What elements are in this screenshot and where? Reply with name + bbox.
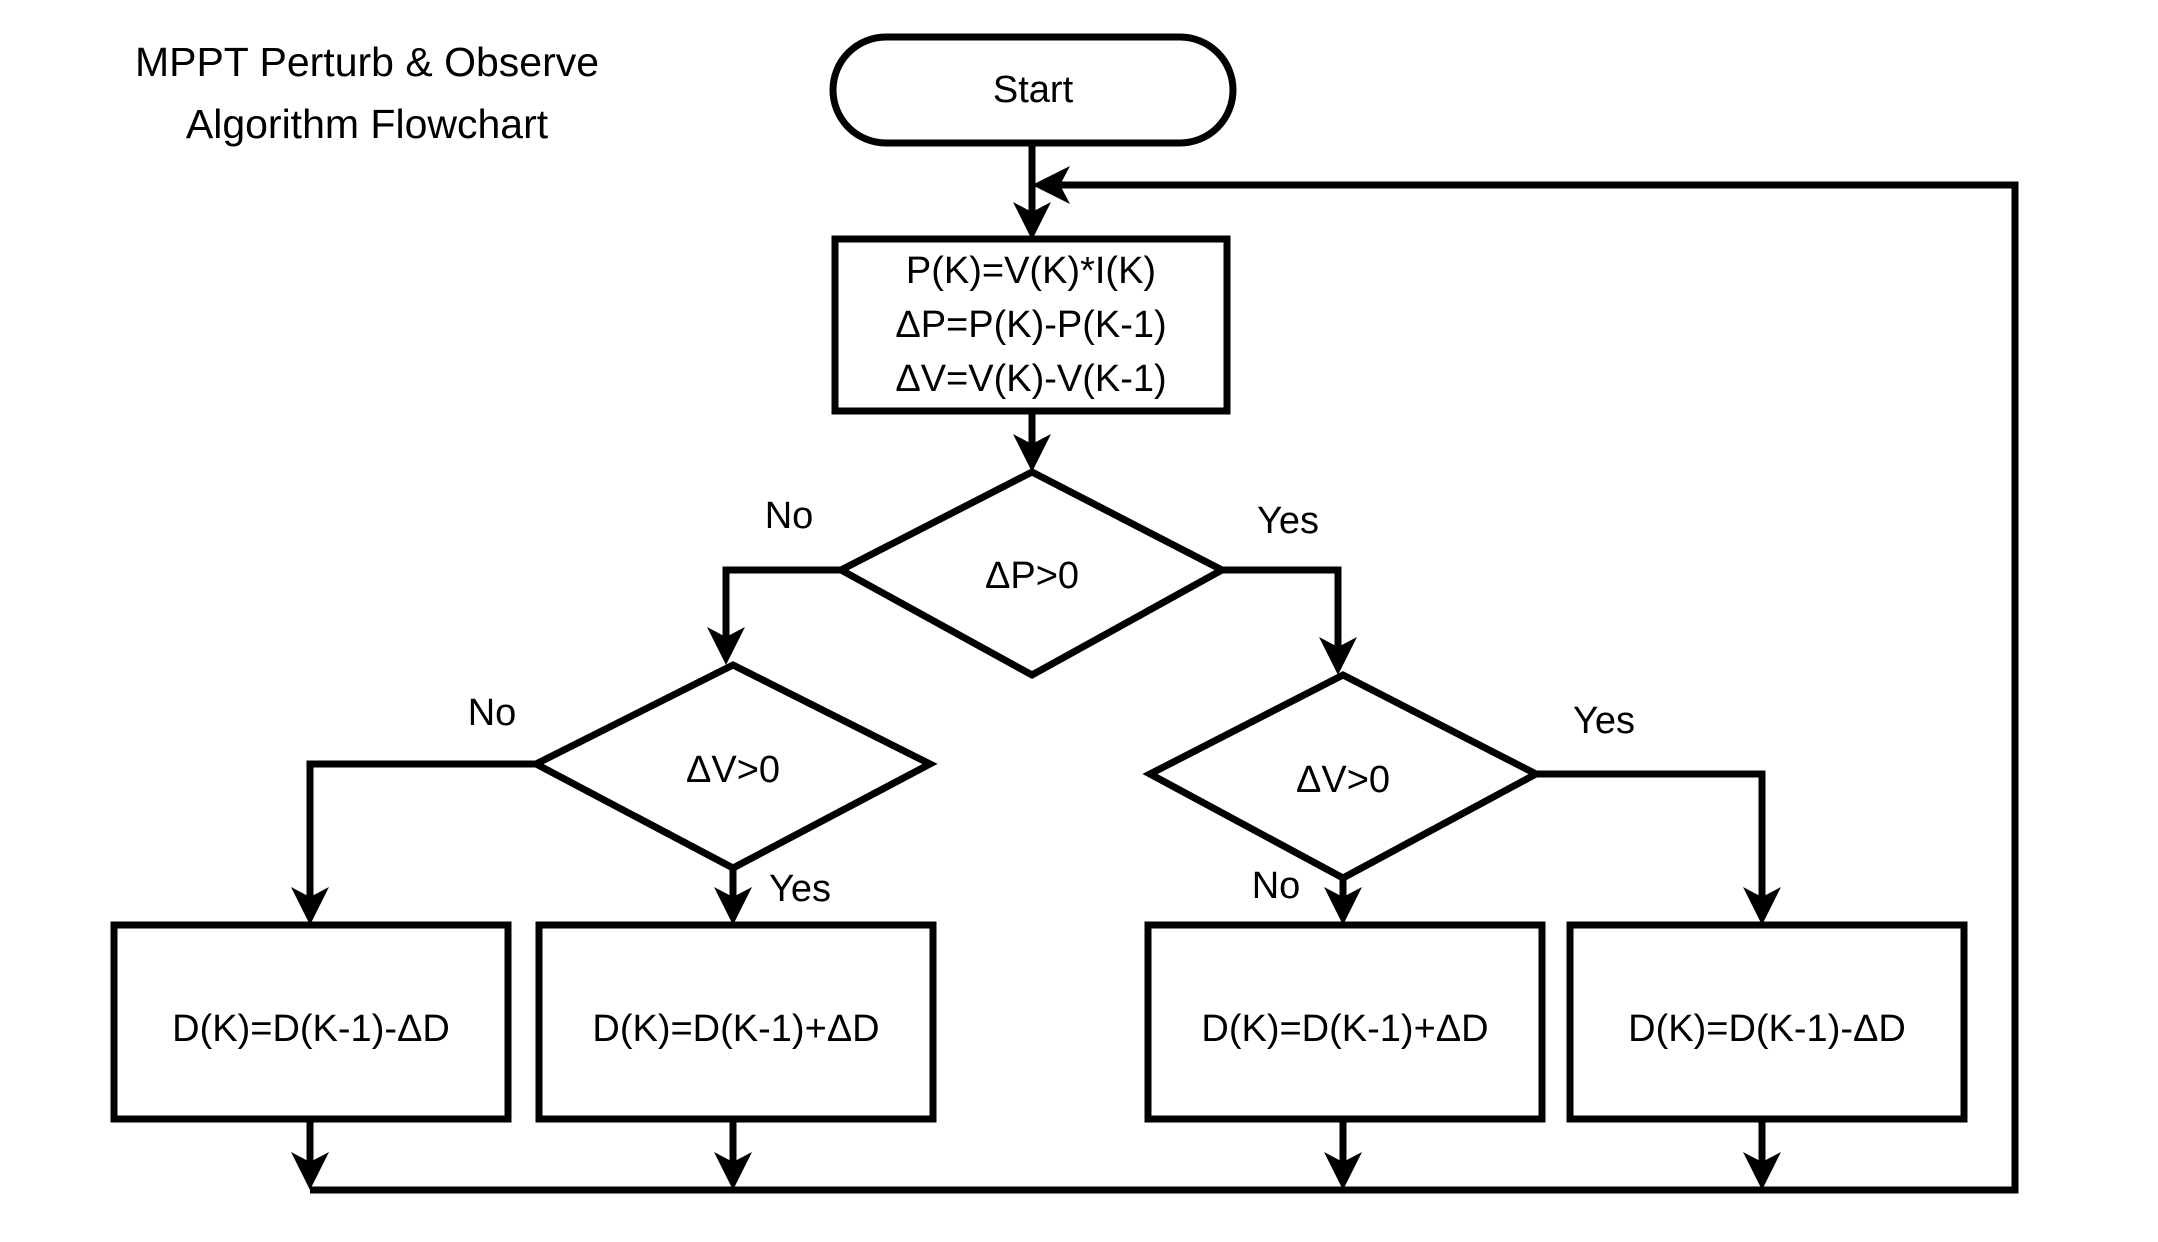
action-2-label: D(K)=D(K-1)+ΔD — [592, 1008, 879, 1050]
node-decision-delta-v-left[interactable]: ΔV>0 — [528, 661, 938, 872]
arrowhead-down-dv-left-no — [291, 887, 329, 925]
edge-compute-to-decision-dp — [1013, 410, 1051, 472]
action-1-label: D(K)=D(K-1)-ΔD — [172, 1008, 450, 1050]
edge-action-1-to-rail — [291, 1119, 329, 1190]
edge-dp-yes-to-dv-right — [1222, 566, 1357, 675]
decision-delta-v-left-label: ΔV>0 — [686, 749, 780, 791]
diagram-title: MPPT Perturb & Observe Algorithm Flowcha… — [135, 39, 599, 147]
arrowhead-down-dv-right-no — [1324, 887, 1362, 925]
arrowhead-down-dp-no — [707, 627, 745, 665]
edge-feedback-loop — [310, 166, 2019, 1194]
decision-delta-p-shape — [833, 468, 1230, 679]
decision-delta-v-left-shape — [528, 661, 938, 872]
node-compute[interactable]: P(K)=V(K)*I(K) ΔP=P(K)-P(K-1) ΔV=V(K)-V(… — [831, 235, 1231, 415]
edge-dv-left-no-to-action-1 — [291, 760, 536, 925]
action-3-shape — [1144, 921, 1546, 1123]
node-action-4[interactable]: D(K)=D(K-1)-ΔD — [1566, 921, 1968, 1123]
node-action-2[interactable]: D(K)=D(K-1)+ΔD — [535, 921, 937, 1123]
action-4-shape — [1566, 921, 1968, 1123]
edge-label-delta-v-right-yes: Yes — [1573, 700, 1635, 742]
edge-dv-right-no-to-action-3 — [1324, 878, 1362, 925]
action-1-shape — [110, 921, 512, 1123]
decision-delta-v-right-label: ΔV>0 — [1296, 759, 1390, 801]
node-start[interactable]: Start — [829, 33, 1237, 147]
arrowhead-left-feedback — [1032, 166, 1070, 204]
node-action-3[interactable]: D(K)=D(K-1)+ΔD — [1144, 921, 1546, 1123]
start-terminator-shape — [829, 33, 1237, 147]
action-3-label: D(K)=D(K-1)+ΔD — [1201, 1008, 1488, 1050]
arrowhead-down-action-1 — [291, 1152, 329, 1190]
edge-dv-right-yes-to-action-4 — [1536, 770, 1781, 925]
edge-label-delta-v-left-yes: Yes — [769, 868, 831, 910]
action-4-label: D(K)=D(K-1)-ΔD — [1628, 1008, 1906, 1050]
edge-start-to-compute — [1013, 142, 1051, 240]
node-action-1[interactable]: D(K)=D(K-1)-ΔD — [110, 921, 512, 1123]
edge-dv-left-yes-to-action-2 — [714, 868, 752, 925]
diagram-title-line-2: Algorithm Flowchart — [186, 101, 549, 147]
node-decision-delta-v-right[interactable]: ΔV>0 — [1142, 671, 1544, 882]
edge-label-delta-v-left-no: No — [468, 692, 517, 734]
diagram-title-line-1: MPPT Perturb & Observe — [135, 39, 599, 85]
arrowhead-down-dv-left-yes — [714, 887, 752, 925]
action-2-shape — [535, 921, 937, 1123]
edge-action-4-to-rail — [1743, 1119, 1781, 1190]
compute-equation-delta-p: ΔP=P(K)-P(K-1) — [895, 304, 1166, 346]
arrowhead-down-action-4 — [1743, 1152, 1781, 1190]
arrowhead-down-dv-right-yes — [1743, 887, 1781, 925]
compute-process-shape — [831, 235, 1231, 415]
edge-label-delta-v-right-no: No — [1252, 865, 1301, 907]
arrowhead-down-action-3 — [1324, 1152, 1362, 1190]
arrowhead-down-dp-yes — [1319, 637, 1357, 675]
edge-action-3-to-rail — [1324, 1119, 1362, 1190]
arrowhead-down-action-2 — [714, 1152, 752, 1190]
edge-label-delta-p-yes: Yes — [1257, 500, 1319, 542]
compute-equation-delta-v: ΔV=V(K)-V(K-1) — [895, 358, 1166, 400]
compute-equation-power: P(K)=V(K)*I(K) — [906, 250, 1156, 292]
edge-label-delta-p-no: No — [765, 495, 814, 537]
arrowhead-down-compute-dp — [1013, 434, 1051, 472]
decision-delta-p-label: ΔP>0 — [985, 555, 1079, 597]
start-label: Start — [993, 69, 1074, 111]
arrowhead-down-start-compute — [1013, 202, 1051, 240]
decision-delta-v-right-shape — [1142, 671, 1544, 882]
edge-dp-no-to-dv-left — [707, 566, 841, 665]
edge-action-2-to-rail — [714, 1119, 752, 1190]
node-decision-delta-p[interactable]: ΔP>0 — [833, 468, 1230, 679]
